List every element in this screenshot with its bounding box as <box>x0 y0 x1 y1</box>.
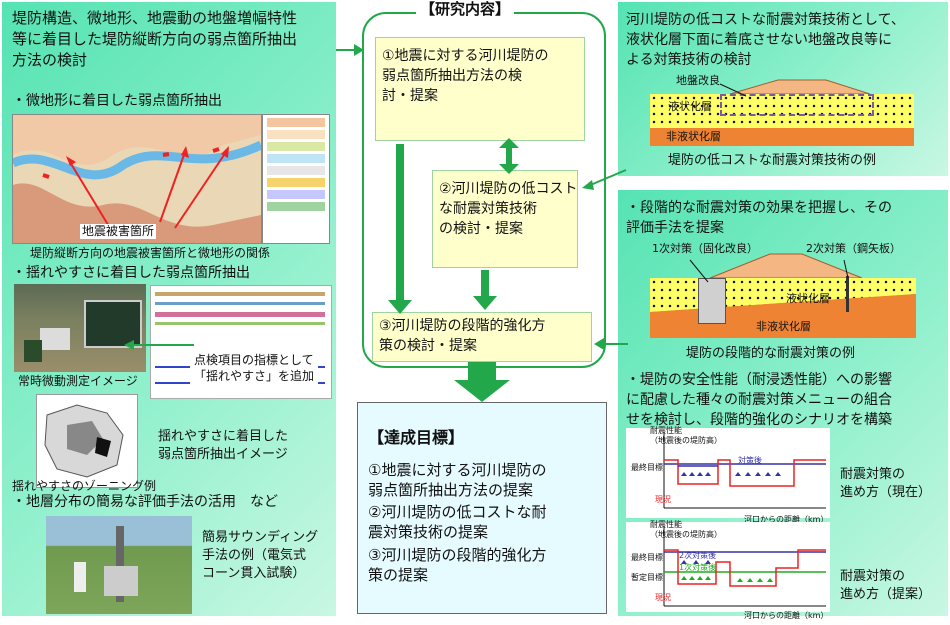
zoning-caption: 揺れやすさのゾーニング例 <box>12 479 157 493</box>
graph2-caption: 耐震対策の 進め方（提案） <box>840 569 932 602</box>
improve-leader-line <box>719 83 747 97</box>
graph1-target: 最終目標 <box>631 463 663 472</box>
research-item-1: ①地震に対する河川堤防の 弱点箇所抽出方法の検 討・提案 <box>375 37 585 141</box>
microtopography-map <box>12 114 262 244</box>
graph2-interim: 暫定目標 <box>631 573 663 582</box>
graph1-caption: 耐震対策の 進め方（現在） <box>840 467 932 500</box>
label-second-measure: 2次対策（鋼矢板） <box>806 242 901 255</box>
label-liquefaction-mid: 液状化層 <box>786 292 830 305</box>
right-bottom-text: ・堤防の安全性能（耐浸透性能）への影響 に配慮した種々の耐震対策メニューの組合 … <box>626 372 892 428</box>
sounding-caption: 簡易サウンディング 手法の例（電気式 コーン貫入試験） <box>202 530 319 581</box>
label-liquefaction-top: 液状化層 <box>668 100 712 113</box>
extract-image-caption: 揺れやすさに着目した 弱点箇所抽出イメージ <box>158 429 289 462</box>
left-heading: 堤防構造、微地形、地震動の地盤増幅特性 等に着目した堤防縦断方向の弱点箇所抽出 … <box>12 9 298 69</box>
graph2-xlabel: 河口からの距離（km） <box>744 611 829 620</box>
big-down-arrow <box>454 362 510 402</box>
arrow-righttop-to-center <box>582 169 627 190</box>
graph1-xlabel: 河口からの距離（km） <box>744 515 829 524</box>
label-first-measure: 1次対策（固化改良） <box>652 242 758 255</box>
right-top-text: 河川堤防の低コストな耐震対策技術として、 液状化層下面に着底させない地盤改良等に… <box>626 12 905 68</box>
overlay-arrow <box>124 340 194 350</box>
right-top-caption: 堤防の低コストな耐震対策技術の例 <box>668 153 877 168</box>
sounding-photo <box>46 516 192 614</box>
research-arrows <box>388 138 519 314</box>
arrow-left-to-center <box>336 44 364 56</box>
left-bullet-shakiness: ・揺れやすさに着目した弱点箇所抽出 <box>12 265 250 281</box>
right-mid-caption: 堤防の段階的な耐震対策の例 <box>686 346 856 361</box>
research-item-2: ②河川堤防の低コスト な耐震対策技術 の検討・提案 <box>432 170 578 268</box>
research-title: 【研究内容】 <box>416 0 515 19</box>
goal-3: ③河川堤防の段階的強化方 策の提案 <box>368 546 547 584</box>
right-mid-text: ・段階的な耐震対策の効果を把握し、その 評価手法を提案 <box>626 200 892 236</box>
graph2-ylabel: 耐震性能 （地震後の堤防高） <box>650 520 722 539</box>
graph-current <box>626 428 830 518</box>
left-bullet-microtopography: ・微地形に着目した弱点箇所抽出 <box>12 93 222 109</box>
shakiness-overlay-text: 点検項目の指標として 「揺れやすさ」を追加 <box>190 350 319 386</box>
zoning-map <box>36 394 138 488</box>
graph2-measure2: 2次対策後 <box>679 551 717 560</box>
graph-proposal <box>626 522 830 612</box>
graph2-measure1: 1次対策後 <box>679 563 717 572</box>
damage-location-label: 地震被害箇所 <box>80 224 157 239</box>
goal-2: ②河川堤防の低コストな耐 震対策技術の提案 <box>368 503 547 541</box>
label-nonliq-mid: 非液状化層 <box>756 320 811 333</box>
left-bullet-soil: ・地層分布の簡易な評価手法の活用 など <box>12 494 278 510</box>
staged-diagram <box>650 250 916 338</box>
graph2-target: 最終目標 <box>631 553 663 562</box>
microtremor-caption: 常時微動測定イメージ <box>18 374 138 388</box>
graph1-ylabel: 耐震性能 （地震後の堤防高） <box>650 426 722 445</box>
goal-1: ①地震に対する河川堤防の 弱点箇所抽出方法の提案 <box>368 461 547 499</box>
microtremor-photo <box>14 284 146 372</box>
graph2-current: 現況 <box>655 593 671 602</box>
low-cost-diagram <box>650 72 914 146</box>
label-nonliq-top: 非液状化層 <box>666 130 721 143</box>
graph1-current: 現況 <box>655 495 671 504</box>
goal-title: 【達成目標】 <box>368 428 465 447</box>
map-legend <box>262 114 330 244</box>
research-item-3: ③河川堤防の段階的強化方 策の検討・提案 <box>372 312 592 362</box>
label-ground-improvement: 地盤改良 <box>676 74 720 87</box>
map-caption: 堤防縦断方向の地震被害箇所と微地形の関係 <box>30 246 271 260</box>
graph1-measure: 対策後 <box>738 456 762 465</box>
arrow-rightbottom-to-center <box>594 338 628 350</box>
goal-box <box>357 402 607 614</box>
damage-arrows <box>66 146 229 229</box>
staged-leader-lines <box>689 259 849 283</box>
